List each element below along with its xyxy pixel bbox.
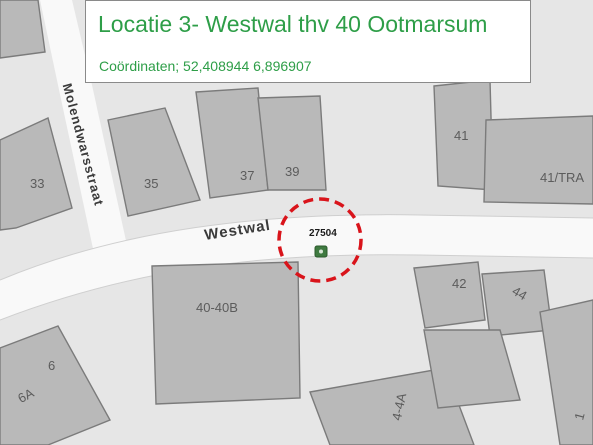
house-number-1: 1 bbox=[571, 411, 587, 422]
building-39 bbox=[257, 95, 327, 191]
building-1 bbox=[539, 299, 593, 445]
building-4-4a bbox=[309, 367, 475, 445]
marker-id-label: 27504 bbox=[309, 228, 337, 239]
house-number-37: 37 bbox=[240, 168, 254, 183]
location-coordinates: Coördinaten; 52,408944 6,896907 bbox=[99, 58, 312, 74]
house-number-41tra: 41/TRA bbox=[540, 170, 584, 185]
location-marker-dot bbox=[319, 249, 323, 254]
house-number-35: 35 bbox=[144, 176, 158, 191]
building-40-40b bbox=[151, 261, 301, 405]
building-6 bbox=[0, 325, 111, 445]
house-number-6: 6 bbox=[48, 358, 55, 373]
location-title: Locatie 3- Westwal thv 40 Ootmarsum bbox=[98, 11, 488, 37]
building-42 bbox=[413, 261, 486, 329]
house-number-41: 41 bbox=[454, 128, 468, 143]
house-number-6a: 6A bbox=[15, 385, 36, 406]
house-number-42: 42 bbox=[452, 276, 466, 291]
road-westwal bbox=[0, 214, 593, 320]
road-north bbox=[40, 0, 92, 85]
building-41tra bbox=[483, 115, 593, 205]
house-number-33: 33 bbox=[30, 176, 44, 191]
road-molendwarsstraat bbox=[58, 85, 128, 258]
house-number-40-40b: 40-40B bbox=[196, 300, 238, 315]
location-highlight-circle bbox=[277, 197, 363, 283]
house-number-39: 39 bbox=[285, 164, 299, 179]
building-33 bbox=[0, 117, 73, 231]
house-number-4-4a: 4-4A bbox=[389, 391, 409, 421]
building-top-left bbox=[0, 0, 46, 59]
road-edge bbox=[0, 214, 593, 281]
location-header-box: Locatie 3- Westwal thv 40 Ootmarsum Coör… bbox=[85, 0, 531, 83]
building-35 bbox=[107, 107, 201, 217]
building-right-mid bbox=[423, 329, 521, 409]
house-number-44: 44 bbox=[510, 283, 530, 303]
